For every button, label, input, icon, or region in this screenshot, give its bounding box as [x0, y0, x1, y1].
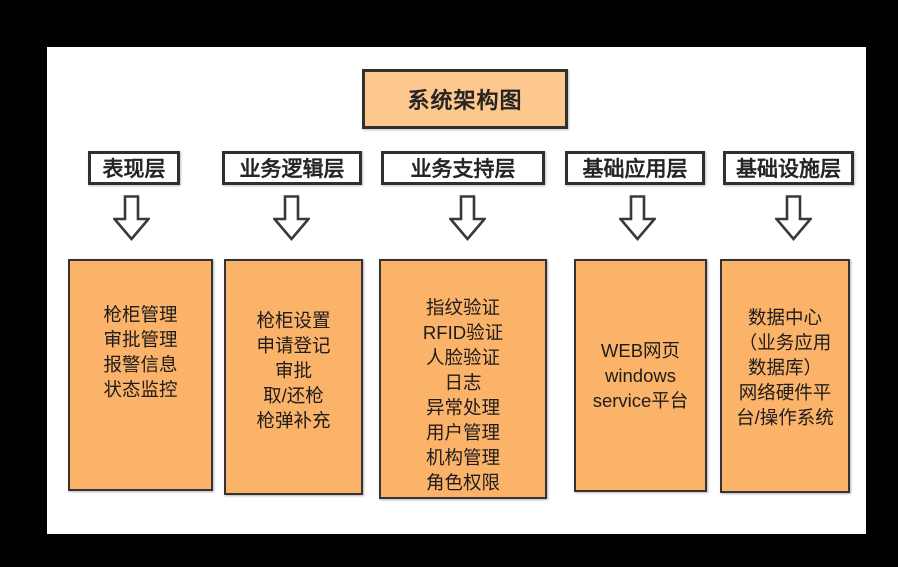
layer-items: 数据中心 （业务应用 数据库） 网络硬件平 台/操作系统 [736, 306, 834, 428]
architecture-diagram-canvas: 系统架构图 表现层 业务逻辑层 业务支持层 基础应用层 基础设施层 枪柜管理 审… [47, 47, 866, 534]
layer-items: 枪柜设置 申请登记 审批 取/还枪 枪弹补充 [256, 309, 331, 431]
layer-box-base-application: WEB网页 windows service平台 [574, 259, 707, 492]
layer-box-presentation: 枪柜管理 审批管理 报警信息 状态监控 [68, 259, 213, 491]
layer-header-business-logic: 业务逻辑层 [222, 151, 362, 185]
layer-box-business-logic: 枪柜设置 申请登记 审批 取/还枪 枪弹补充 [224, 259, 363, 495]
diagram-title-box: 系统架构图 [362, 69, 568, 129]
layer-header-base-application: 基础应用层 [565, 151, 705, 185]
layer-items: WEB网页 windows service平台 [592, 340, 689, 411]
down-arrow-icon [617, 195, 658, 242]
down-arrow-icon [111, 195, 152, 242]
down-arrow-icon [447, 195, 488, 242]
layer-header-infrastructure: 基础设施层 [723, 151, 854, 185]
layer-items: 指纹验证 RFID验证 人脸验证 日志 异常处理 用户管理 机构管理 角色权限 [422, 297, 504, 493]
layer-header-presentation: 表现层 [88, 151, 180, 185]
layer-box-infrastructure: 数据中心 （业务应用 数据库） 网络硬件平 台/操作系统 [720, 259, 850, 493]
down-arrow-icon [773, 195, 814, 242]
layer-items: 枪柜管理 审批管理 报警信息 状态监控 [103, 304, 178, 400]
layer-header-business-support: 业务支持层 [381, 151, 545, 185]
diagram-title: 系统架构图 [407, 88, 523, 113]
layer-box-business-support: 指纹验证 RFID验证 人脸验证 日志 异常处理 用户管理 机构管理 角色权限 [379, 259, 547, 499]
down-arrow-icon [271, 195, 312, 242]
